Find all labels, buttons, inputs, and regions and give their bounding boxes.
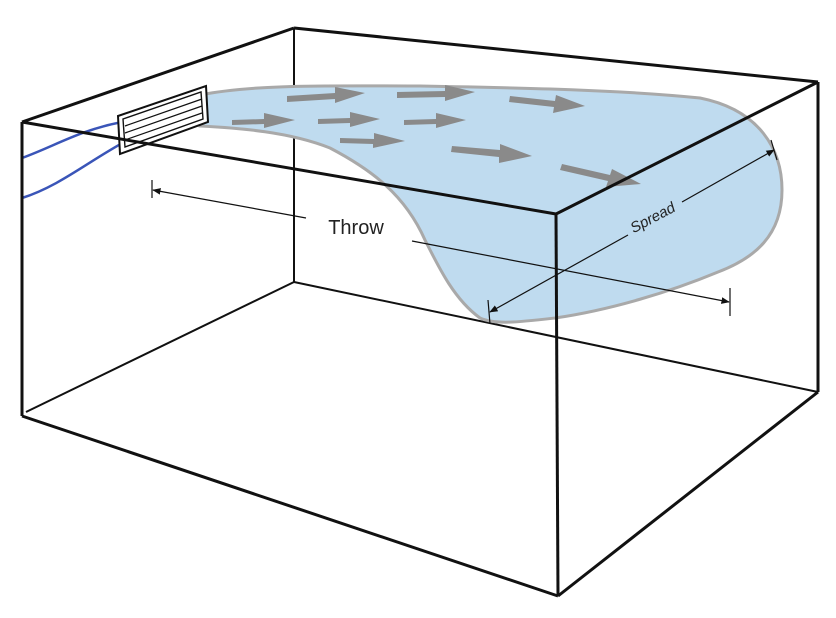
flow-arrow: [509, 95, 585, 113]
spread-line-upper: [681, 149, 775, 203]
spread-line-lower: [489, 234, 629, 313]
front-middle-vertical: [554, 213, 560, 597]
flow-arrow: [397, 85, 475, 101]
floor-front-left-edge: [21, 414, 559, 598]
flow-arrow: [232, 113, 295, 128]
flow-arrow: [318, 112, 380, 127]
diffuser-slat: [124, 112, 203, 141]
top-front-edge: [21, 120, 557, 216]
flow-arrow: [340, 133, 405, 148]
wire-lower: [20, 138, 130, 200]
spread-tick-start: [487, 299, 491, 325]
throw-dimension: [151, 180, 731, 316]
diffuser-slat: [124, 105, 203, 134]
back-floor-left-edge: [25, 281, 295, 413]
flow-arrow: [404, 113, 466, 128]
diffuser-grille: [116, 84, 210, 156]
throw-line-right: [411, 240, 730, 304]
flow-arrows: [232, 85, 641, 187]
diffuser-inner: [122, 91, 204, 148]
top-left-edge: [21, 26, 295, 124]
throw-label: Throw: [328, 217, 384, 239]
spread-dimension: [487, 139, 778, 325]
room-front-edges: [20, 26, 820, 598]
floor-front-right-edge: [557, 390, 819, 598]
top-right-edge: [555, 80, 819, 216]
flow-arrow: [451, 144, 532, 163]
supply-wires: [20, 120, 130, 200]
throw-line-left: [152, 188, 307, 219]
diffuser-slat: [124, 98, 203, 127]
flow-arrow: [287, 87, 365, 103]
wire-upper: [20, 120, 124, 160]
top-back-edge: [293, 26, 819, 84]
